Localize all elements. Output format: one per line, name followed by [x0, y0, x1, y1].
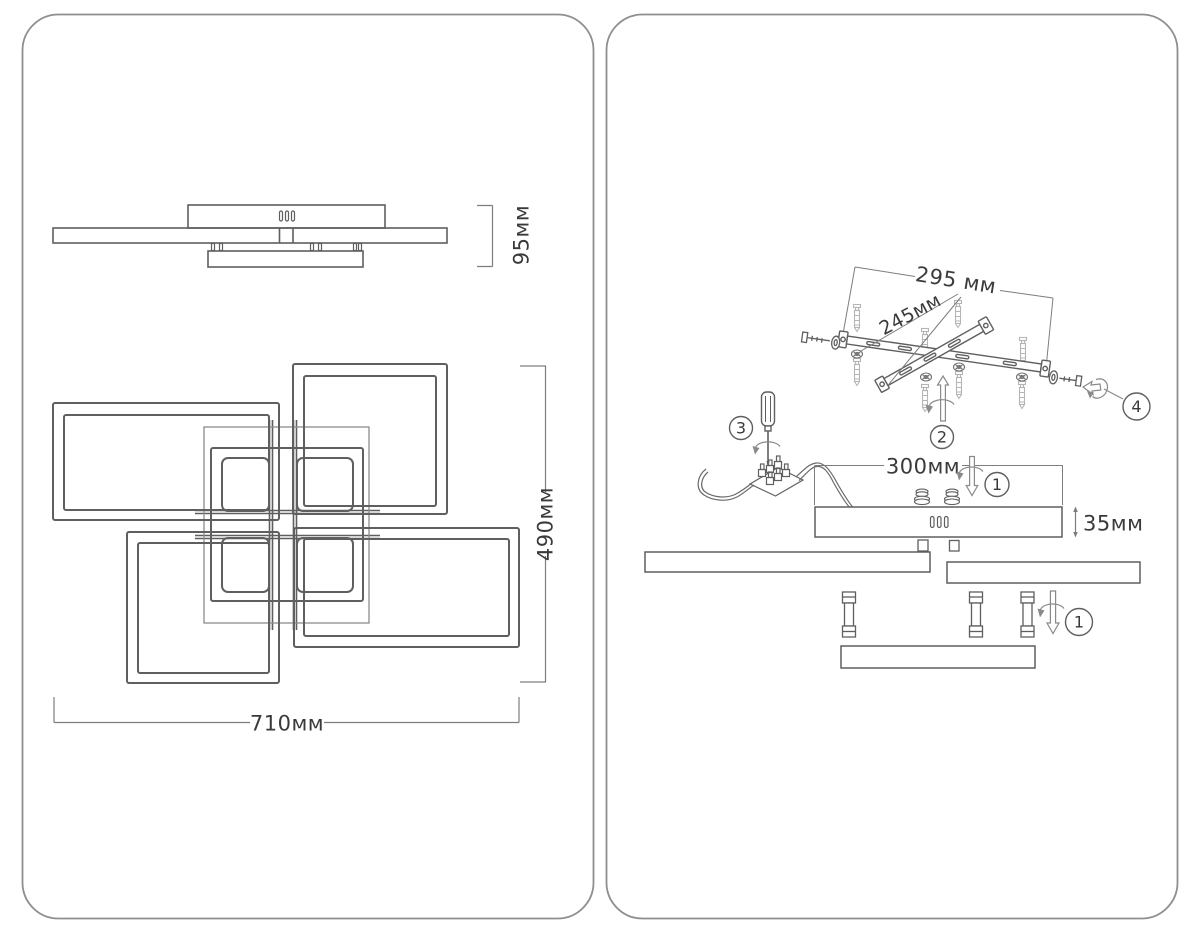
arrow-down-icon: [1045, 590, 1061, 635]
frame-bar-left: [644, 551, 931, 573]
step-2-group: 2: [925, 374, 955, 450]
frame-top-right: [292, 363, 448, 515]
dimension-710: 710мм: [53, 697, 520, 735]
height-95-label: 95мм: [509, 205, 533, 265]
screw-right-icon: [1048, 370, 1083, 387]
arrow-down-icon: [965, 455, 979, 497]
backplate-outline: [203, 426, 370, 624]
step-2-number: 2: [937, 428, 947, 447]
width-710-label: 710мм: [250, 711, 324, 735]
nut-icon: [913, 488, 931, 506]
connector-stub: [917, 539, 929, 552]
right-panel: 4 295 мм 245мм 2 3: [605, 13, 1179, 920]
frame-bottom-right: [293, 527, 520, 648]
frame-bars-exploded: [644, 551, 1141, 669]
left-panel: 95мм: [21, 13, 595, 920]
frame-bottom-left: [126, 531, 280, 684]
step-1-lower-group: 1: [1037, 590, 1094, 637]
wiring-group: 3: [697, 391, 854, 509]
terminal-block-icon: [748, 455, 805, 497]
nut-icon: [943, 488, 961, 506]
connector-stub: [948, 539, 960, 552]
wire-right: [795, 462, 854, 509]
canopy-35-label: 35мм: [1083, 511, 1143, 535]
dimension-300: 300мм: [814, 454, 1063, 505]
frame-bar-bottom: [840, 645, 1036, 669]
center-cross-arms: [195, 420, 380, 630]
dimension-95: 95мм: [477, 205, 533, 268]
canopy-assembly: [814, 488, 1063, 552]
insert-arrow-icon: [1081, 378, 1124, 400]
canopy-box: [814, 506, 1063, 538]
wire-left: [697, 468, 755, 501]
dimension-35: 35мм: [1073, 506, 1143, 538]
step-1-number: 1: [992, 475, 1002, 494]
step-2-badge: [929, 424, 955, 450]
center-square-frame: [210, 447, 364, 602]
dim-245-leaders: [860, 293, 962, 385]
canopy-stem: [278, 228, 294, 243]
step-1-badge: [1064, 607, 1094, 637]
step-1-upper-group: 1: [956, 455, 1010, 498]
dim-295-extensions: [842, 266, 1054, 369]
bracket-bar-short: [874, 316, 995, 393]
dim-295-line: [854, 266, 1054, 299]
step-3-number: 3: [736, 419, 746, 438]
step-4-number: 4: [1131, 397, 1141, 416]
screwdriver-icon: [760, 391, 776, 469]
lamp-side-view: [52, 204, 448, 268]
step-3-badge: [728, 415, 754, 441]
vent-slots-icon: [278, 210, 296, 222]
vent-slots-icon: [929, 515, 949, 529]
lower-frame-profile: [207, 250, 364, 268]
step-4-badge: 4: [1122, 392, 1151, 421]
left-panel-border: [21, 13, 595, 920]
arrow-up-icon: [936, 374, 950, 422]
right-panel-border: [605, 13, 1179, 920]
screw-left-icon: [800, 331, 841, 350]
height-490-label: 490мм: [533, 487, 557, 561]
frame-bar-profile: [52, 227, 448, 244]
dimension-490: 490мм: [520, 365, 557, 683]
step-1-badge: [984, 471, 1010, 498]
canopy-300-label: 300мм: [886, 454, 960, 478]
frame-bar-right: [946, 561, 1141, 584]
step-1-number: 1: [1074, 613, 1084, 632]
lamp-top-view: [52, 363, 520, 684]
